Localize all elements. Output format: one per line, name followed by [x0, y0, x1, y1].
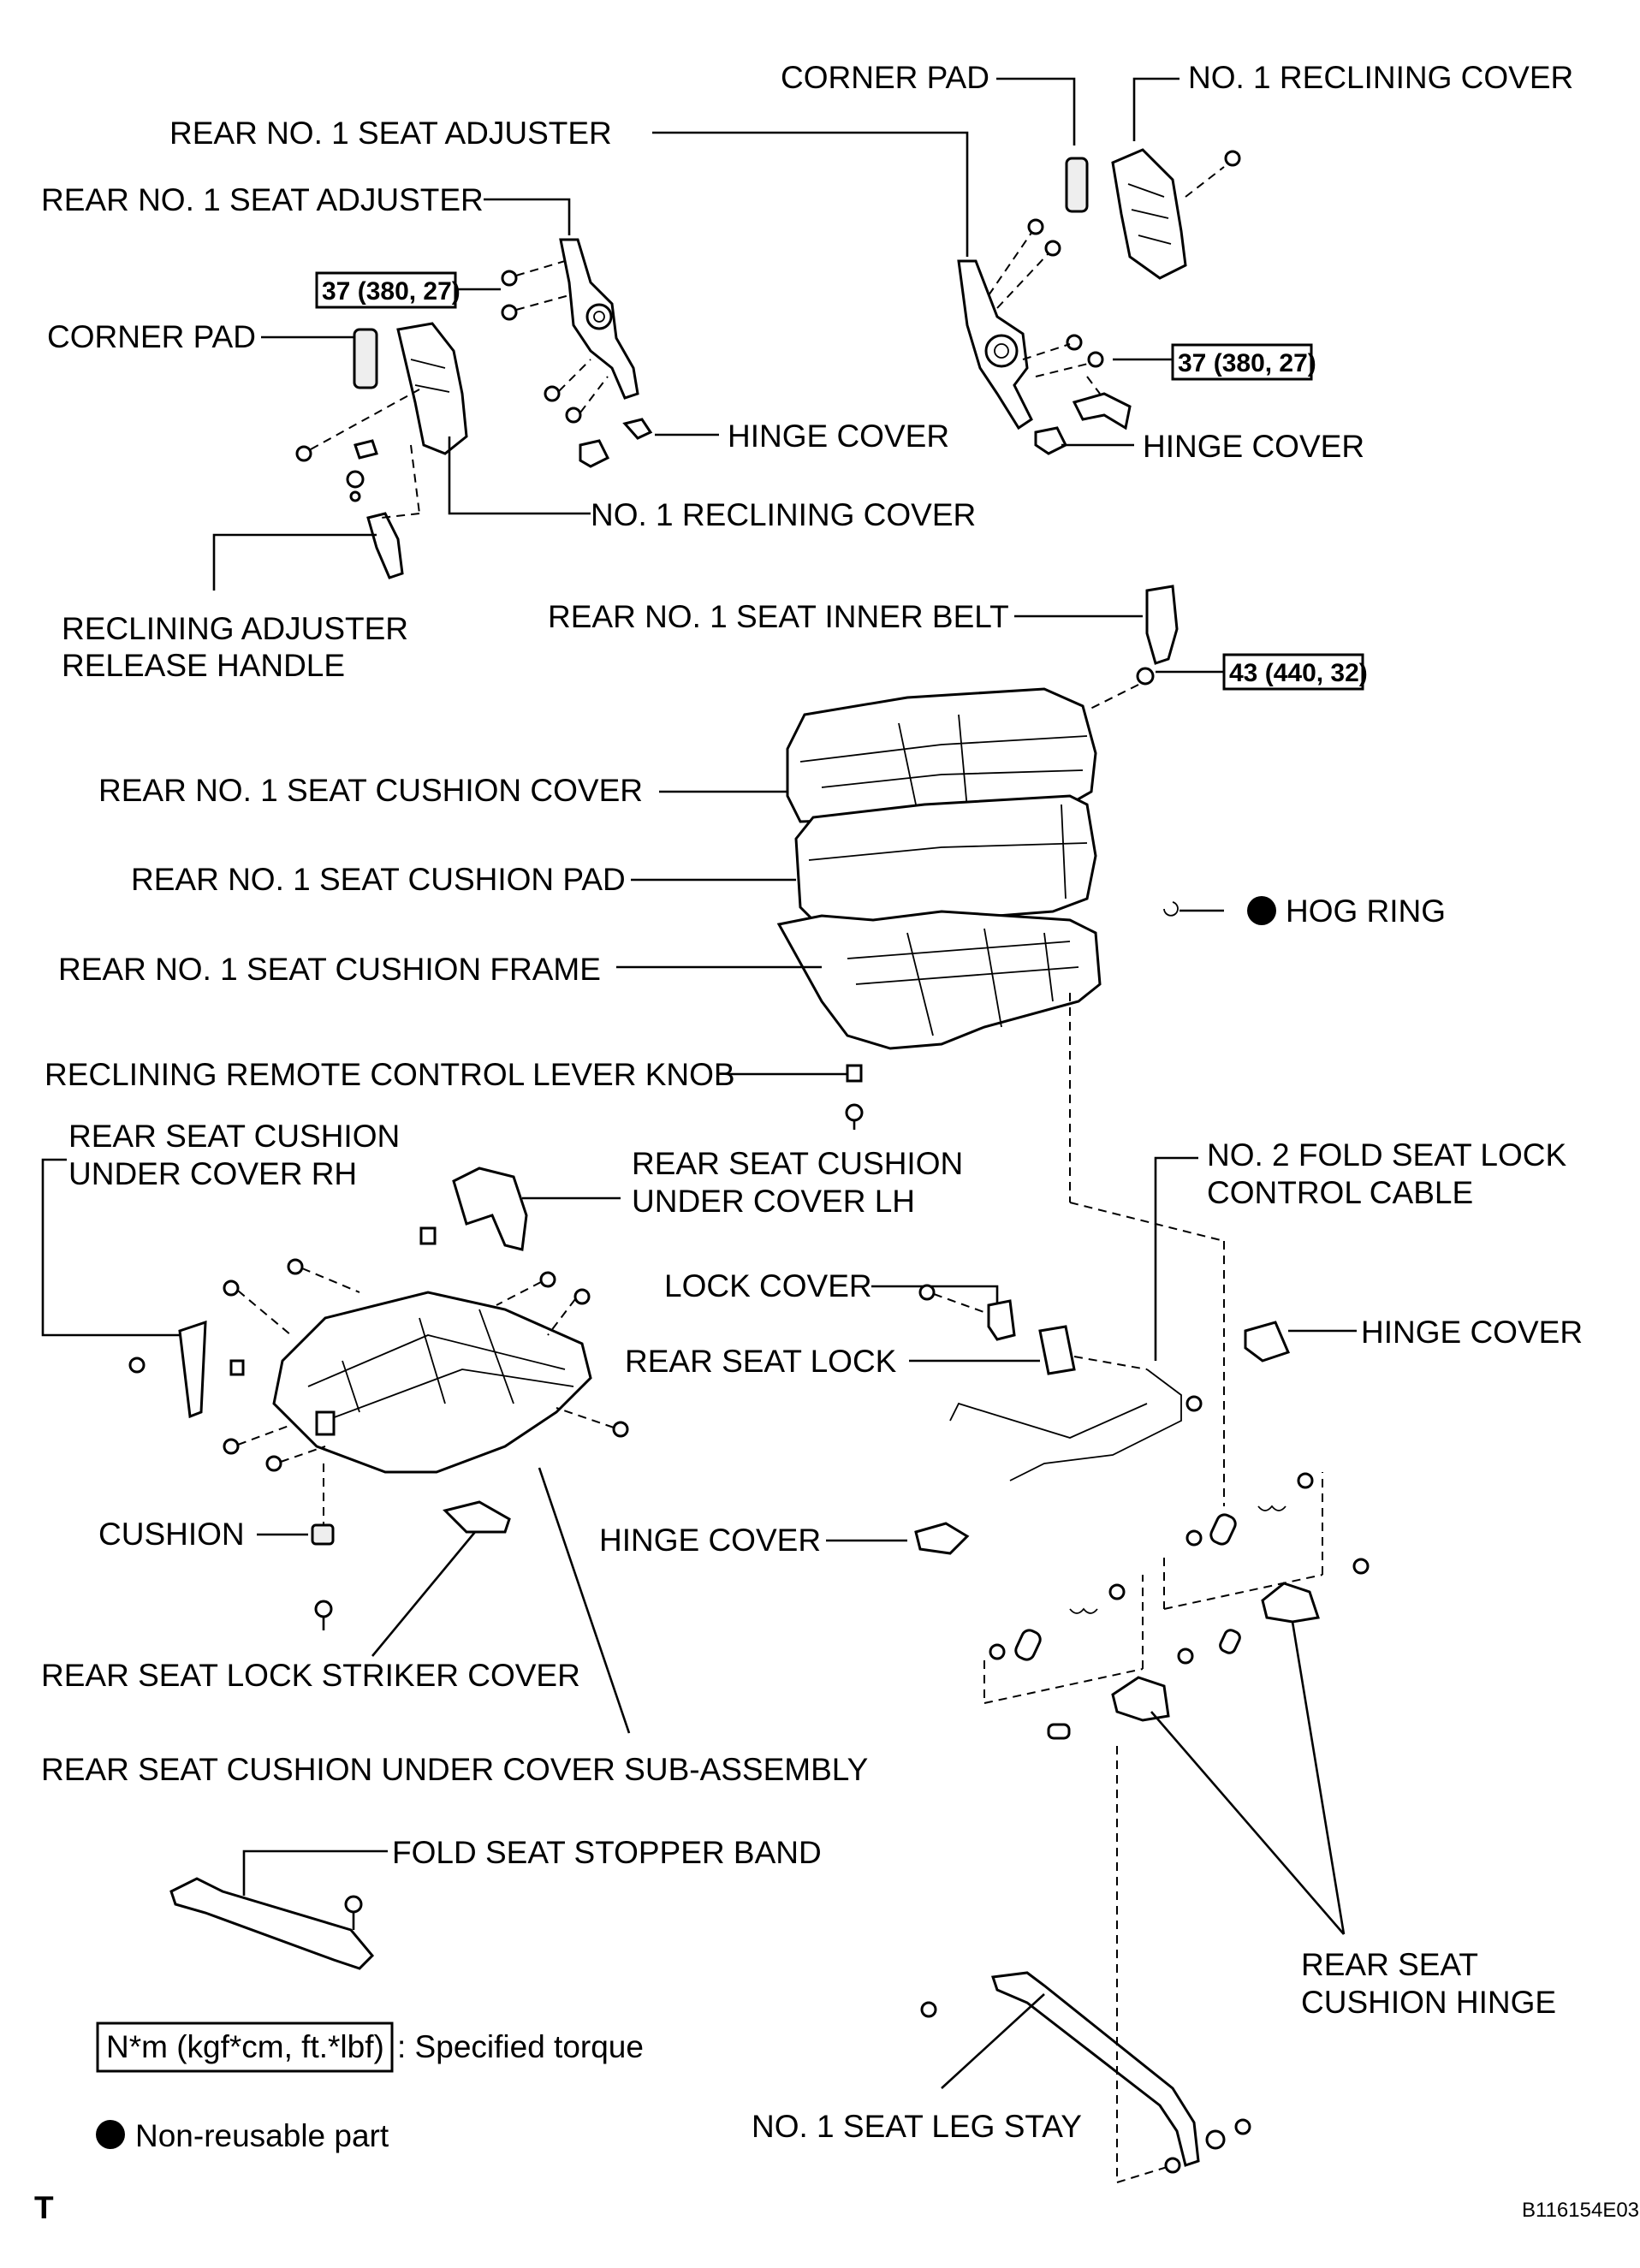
corner-letter: T	[34, 2190, 54, 2225]
reclining-adjuster-release-handle-part	[366, 512, 404, 579]
legend-non-reusable-part: Non-reusable part	[135, 2118, 389, 2153]
label-rear-no1-seat-inner-belt: REAR NO. 1 SEAT INNER BELT	[548, 599, 1009, 634]
label-no1-reclining-cover-right: NO. 1 RECLINING COVER	[1188, 60, 1573, 95]
label-reclining-adjuster-release-handle-1: RECLINING ADJUSTER	[62, 611, 408, 646]
rear-seat-cushion-hinge-right-part	[1261, 1582, 1320, 1624]
rear-seat-cushion-under-cover-rh-part	[178, 1320, 207, 1419]
label-lock-cover: LOCK COVER	[664, 1268, 872, 1303]
torque-box-left-adjuster	[315, 271, 457, 309]
figure-id: B116154E03	[1522, 2199, 1639, 2222]
rear-no1-seat-cushion-pad-part	[794, 794, 1097, 930]
label-rear-seat-lock-striker-cover: REAR SEAT LOCK STRIKER COVER	[41, 1658, 580, 1693]
label-rear-seat-cushion-hinge-1: REAR SEAT	[1301, 1947, 1478, 1982]
cushion-part	[311, 1523, 335, 1546]
rear-seat-cushion-hinge-left-part	[1111, 1676, 1170, 1722]
label-rear-seat-lock: REAR SEAT LOCK	[625, 1344, 897, 1379]
rear-seat-lock-part	[1038, 1325, 1076, 1375]
label-no2-fold-seat-lock-control-cable-1: NO. 2 FOLD SEAT LOCK	[1207, 1137, 1566, 1173]
label-reclining-adjuster-release-handle-2: RELEASE HANDLE	[62, 648, 345, 683]
label-rear-no1-seat-adjuster-right: REAR NO. 1 SEAT ADJUSTER	[169, 116, 612, 151]
torque-left-adjuster: 37 (380, 27)	[322, 277, 461, 306]
label-rear-seat-cushion-under-cover-rh-1: REAR SEAT CUSHION	[68, 1119, 400, 1154]
label-rear-no1-seat-cushion-frame: REAR NO. 1 SEAT CUSHION FRAME	[58, 952, 601, 987]
rear-seat-cushion-under-cover-sub-assembly-part	[272, 1291, 592, 1474]
legend-non-reusable-mark	[96, 2120, 125, 2149]
label-reclining-remote-control-lever-knob: RECLINING REMOTE CONTROL LEVER KNOB	[45, 1057, 735, 1092]
label-rear-no1-seat-cushion-cover: REAR NO. 1 SEAT CUSHION COVER	[98, 773, 643, 808]
label-corner-pad-right: CORNER PAD	[781, 60, 989, 95]
label-no1-reclining-cover-left: NO. 1 RECLINING COVER	[591, 497, 976, 532]
legend-torque-box-text: N*m (kgf*cm, ft.*lbf)	[106, 2029, 384, 2064]
label-rear-seat-cushion-under-cover-lh-1: REAR SEAT CUSHION	[632, 1146, 963, 1181]
rear-seat-cushion-under-cover-lh-part	[452, 1167, 528, 1251]
label-fold-seat-stopper-band: FOLD SEAT STOPPER BAND	[392, 1835, 822, 1870]
corner-pad-right-part	[1065, 157, 1089, 213]
rear-no1-seat-inner-belt-part	[1145, 585, 1179, 665]
label-cushion: CUSHION	[98, 1517, 245, 1552]
hog-ring-part	[1163, 901, 1179, 917]
corner-pad-left-part	[353, 328, 378, 389]
hinge-cover-mid-part	[914, 1522, 970, 1555]
hinge-cover-top-right-part	[1072, 392, 1132, 430]
lock-cover-part	[987, 1299, 1016, 1341]
label-hinge-cover-mid: HINGE COVER	[599, 1523, 821, 1558]
rear-seat-lock-striker-cover-part	[443, 1500, 511, 1534]
label-rear-seat-cushion-under-cover-sub-assembly: REAR SEAT CUSHION UNDER COVER SUB-ASSEMB…	[41, 1752, 868, 1787]
label-rear-no1-seat-adjuster-left: REAR NO. 1 SEAT ADJUSTER	[41, 182, 484, 217]
no2-fold-seat-lock-control-cable-part	[949, 1369, 1182, 1481]
label-rear-seat-cushion-hinge-2: CUSHION HINGE	[1301, 1985, 1556, 2020]
torque-right-adjuster: 37 (380, 27)	[1178, 349, 1316, 377]
reclining-remote-control-lever-knob-part	[846, 1064, 863, 1083]
label-hinge-cover-mid-right: HINGE COVER	[1361, 1315, 1583, 1350]
label-rear-seat-cushion-under-cover-rh-2: UNDER COVER RH	[68, 1156, 357, 1191]
label-no1-seat-leg-stay: NO. 1 SEAT LEG STAY	[752, 2109, 1082, 2144]
rear-no1-seat-cushion-cover-part	[786, 687, 1097, 823]
label-rear-seat-cushion-under-cover-lh-2: UNDER COVER LH	[632, 1184, 915, 1219]
hinge-cover-mid-right-part	[1244, 1321, 1291, 1363]
legend-specified-torque: : Specified torque	[397, 2029, 644, 2064]
label-no2-fold-seat-lock-control-cable-2: CONTROL CABLE	[1207, 1175, 1473, 1210]
torque-box-inner-belt	[1222, 653, 1364, 691]
rear-no1-seat-cushion-frame-part	[776, 910, 1102, 1050]
label-corner-pad-left: CORNER PAD	[47, 319, 256, 354]
legend-torque-box	[96, 2022, 394, 2073]
no1-seat-leg-stay-part	[990, 1971, 1200, 2167]
torque-box-right-adjuster	[1171, 343, 1313, 381]
torque-inner-belt: 43 (440, 32)	[1229, 659, 1368, 687]
non-reusable-mark-hog-ring	[1247, 896, 1276, 925]
hinge-cover-top-left-part	[622, 418, 653, 440]
label-hog-ring: HOG RING	[1286, 894, 1446, 929]
fold-seat-stopper-band-part	[169, 1877, 375, 1970]
label-rear-no1-seat-cushion-pad: REAR NO. 1 SEAT CUSHION PAD	[131, 862, 626, 897]
label-hinge-cover-top-right: HINGE COVER	[1143, 429, 1364, 464]
label-hinge-cover-top-left: HINGE COVER	[728, 419, 949, 454]
